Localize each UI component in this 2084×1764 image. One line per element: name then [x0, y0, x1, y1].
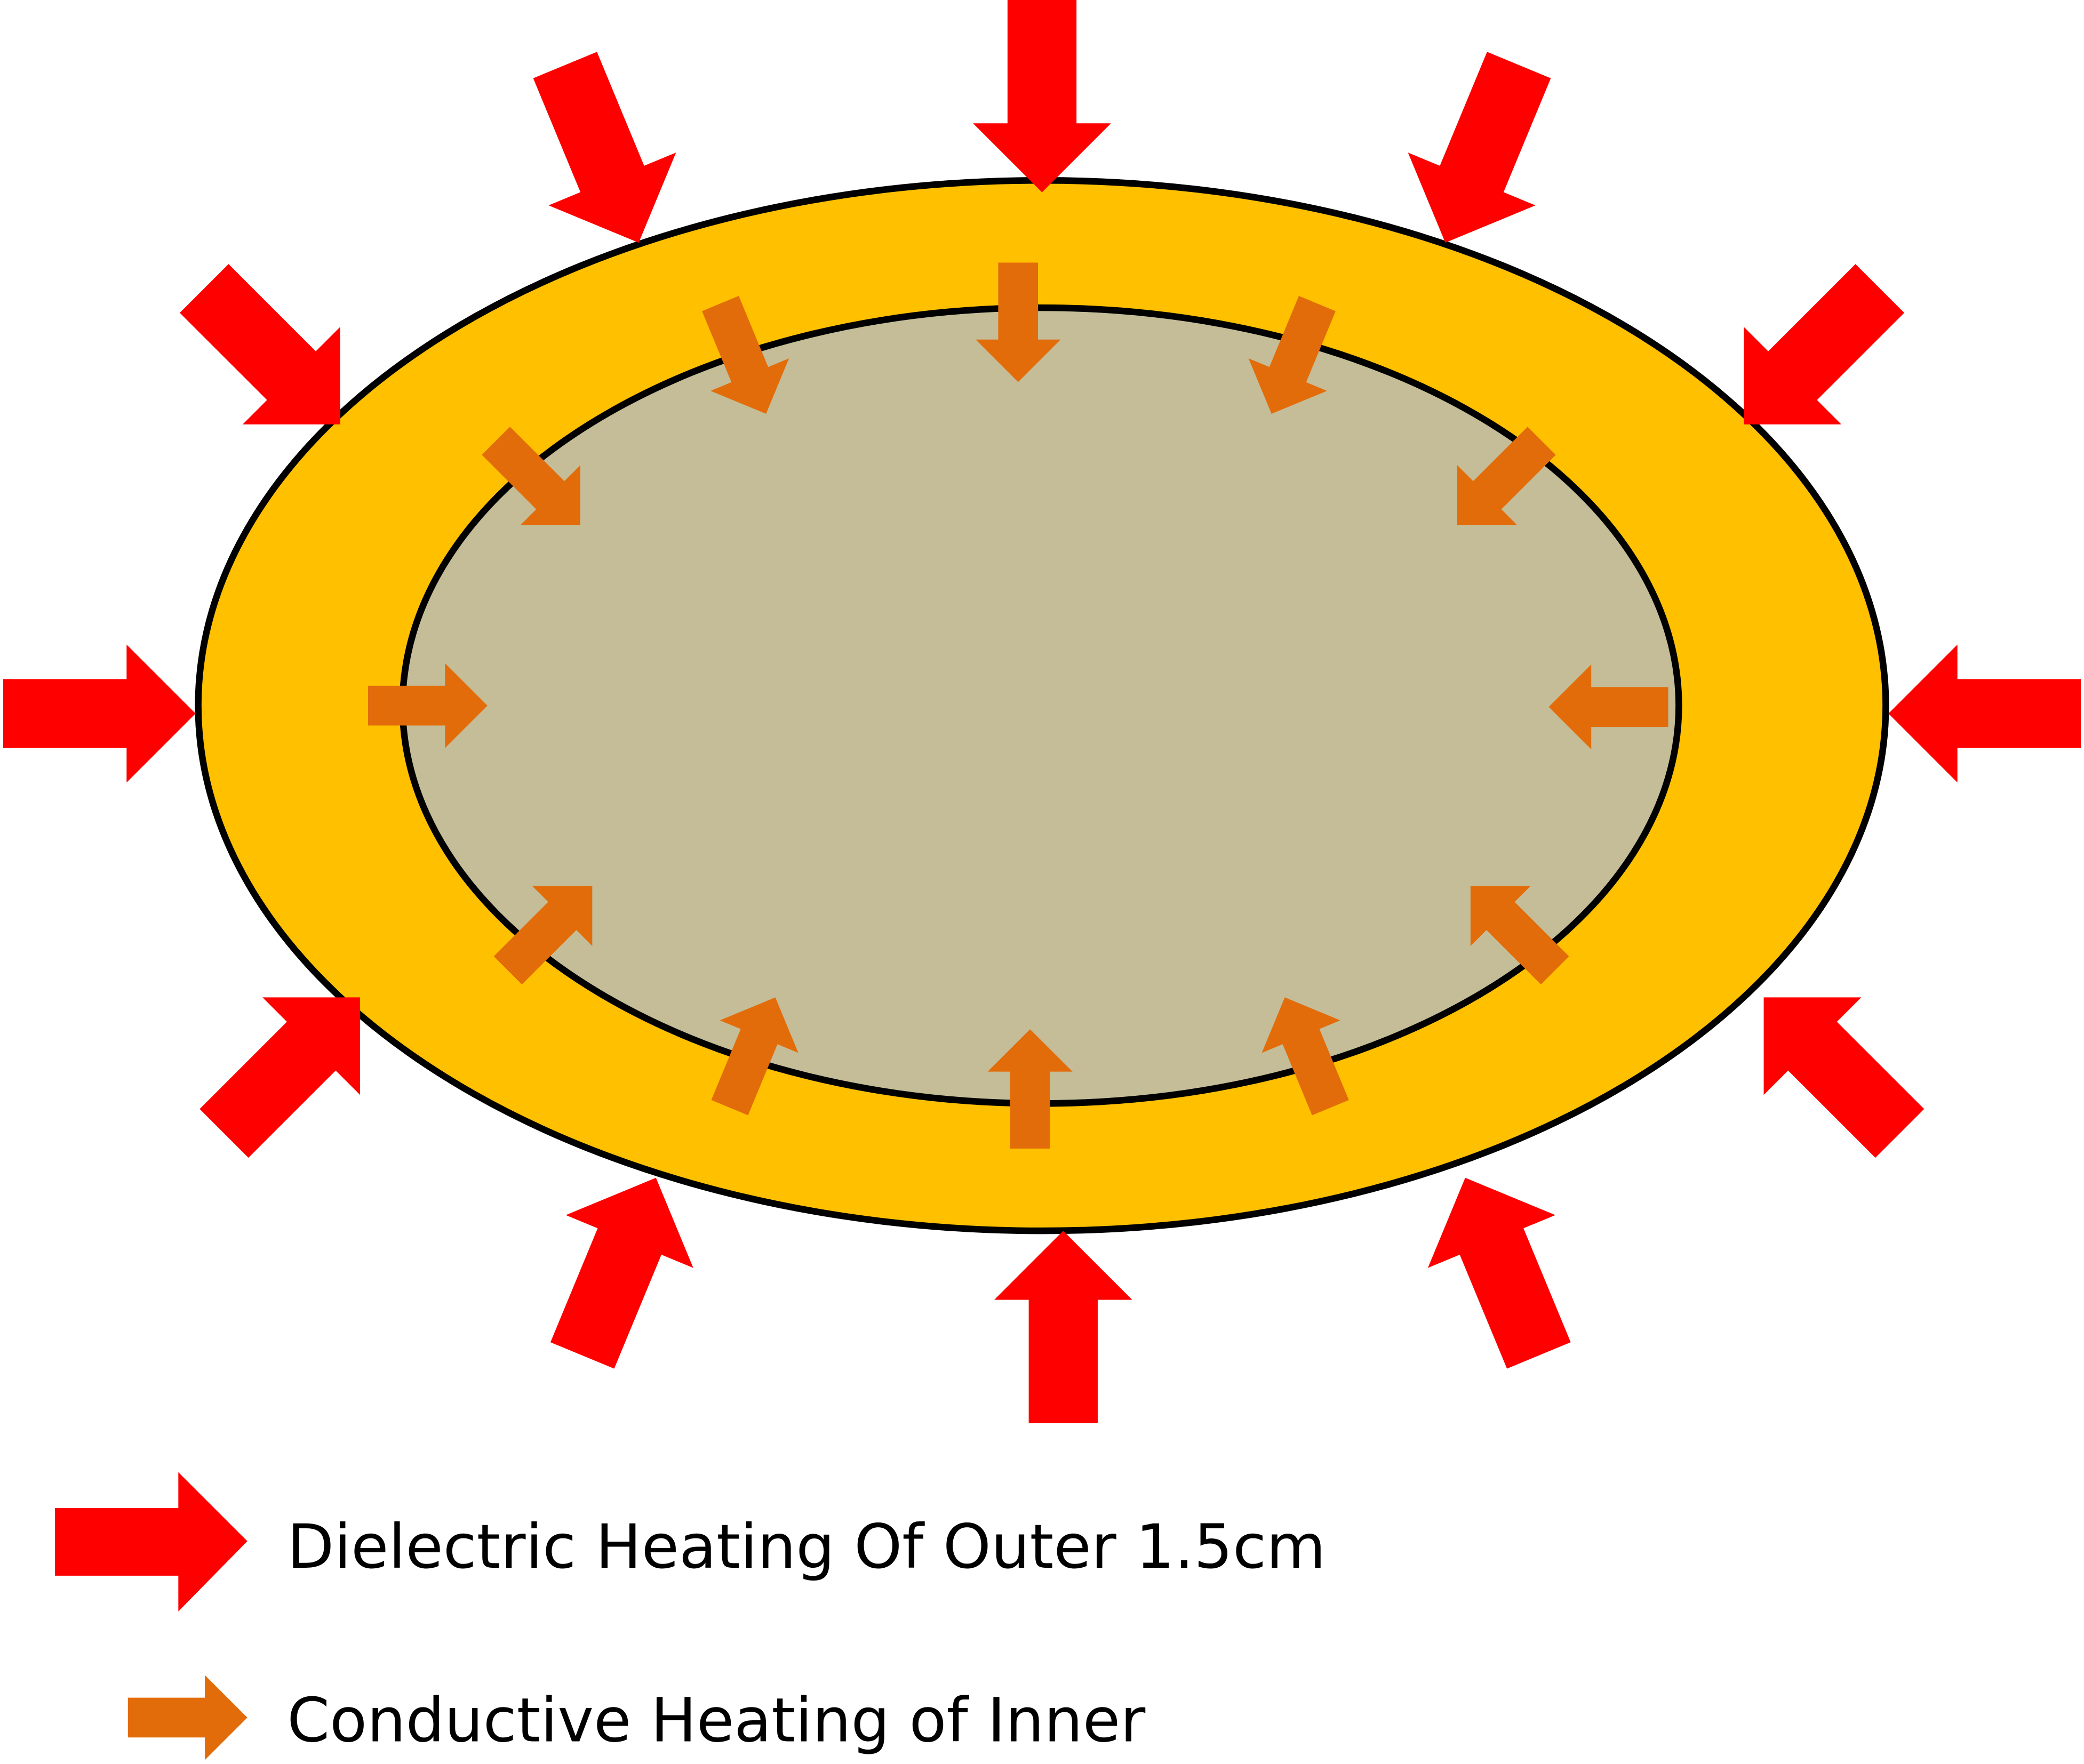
dielectric-arrow-icon [3, 644, 196, 783]
inner-core [399, 304, 1682, 1107]
dielectric-arrow-icon [1888, 644, 2081, 783]
legend-dielectric-arrow-icon [55, 1472, 247, 1611]
legend-conductive-label: Conductive Heating of Inner [287, 1685, 1146, 1756]
dielectric-arrow-icon [973, 0, 1111, 193]
legend-conductive-arrow-icon [127, 1675, 247, 1760]
dielectric-arrow-icon [1401, 1151, 1603, 1382]
legend-dielectric-label: Dielectric Heating Of Outer 1.5cm [287, 1511, 1326, 1582]
dielectric-arrow-icon [994, 1231, 1132, 1423]
legend: Dielectric Heating Of Outer 1.5cm Conduc… [55, 1472, 1326, 1760]
